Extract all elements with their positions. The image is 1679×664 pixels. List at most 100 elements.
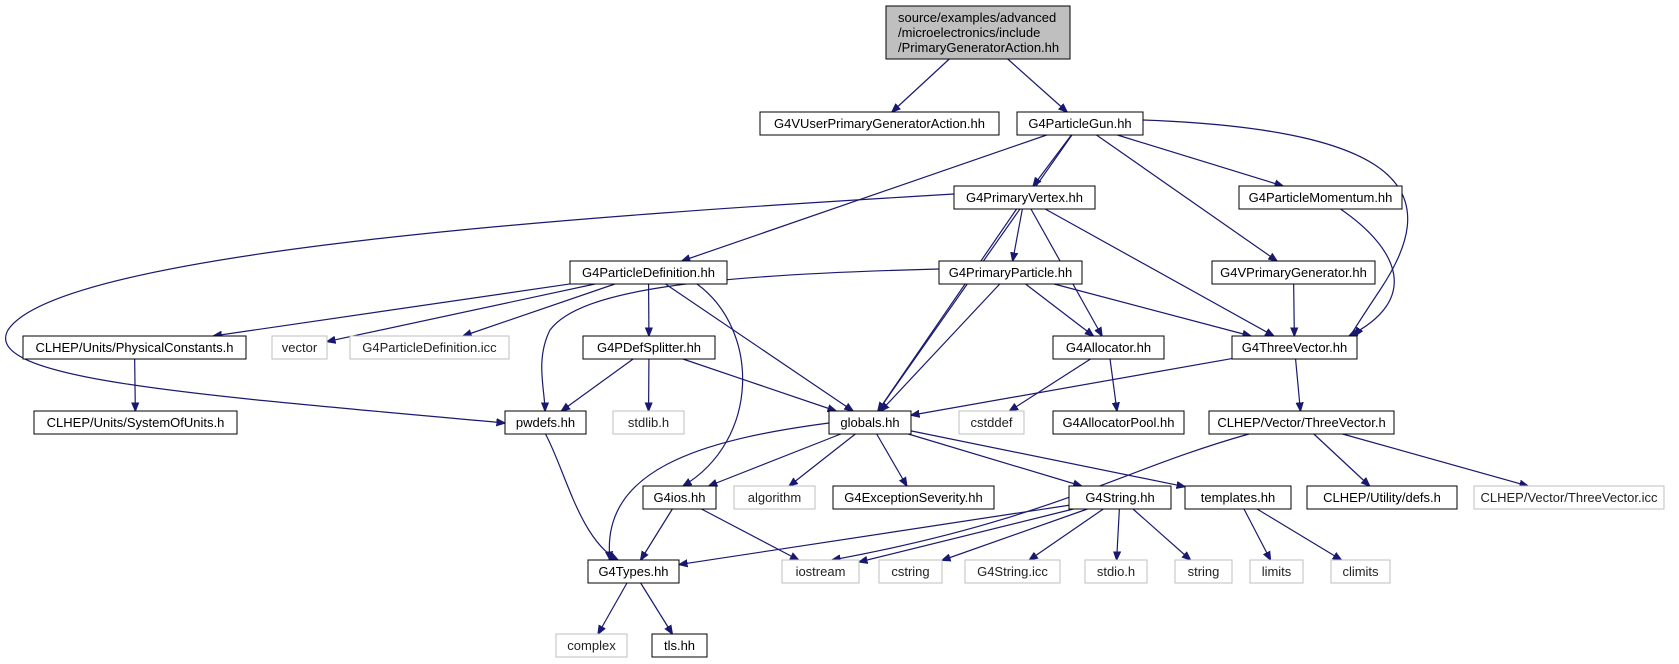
file-node-G4PrimaryParticle[interactable]: G4PrimaryParticle.hh bbox=[938, 260, 1083, 285]
node-box bbox=[1208, 410, 1395, 435]
node-label: iostream bbox=[796, 564, 846, 579]
edge-G4ParticleMomentum-to-G4ThreeVector bbox=[1340, 208, 1395, 336]
file-node-defs[interactable]: CLHEP/Utility/defs.h bbox=[1306, 485, 1458, 510]
node-label: CLHEP/Units/PhysicalConstants.h bbox=[36, 340, 234, 355]
edge-G4ParticleGun-to-G4ParticleMomentum bbox=[1117, 134, 1283, 186]
file-node-G4PDefSplitter[interactable]: G4PDefSplitter.hh bbox=[582, 335, 716, 360]
edge-globals-to-G4String bbox=[908, 433, 1081, 486]
edge-G4VPrimaryGenerator-to-G4ThreeVector bbox=[1294, 283, 1295, 336]
edge-G4PrimaryVertex-to-pwdefs bbox=[5, 193, 955, 423]
file-node-G4ParticleDefinition[interactable]: G4ParticleDefinition.hh bbox=[569, 260, 728, 285]
node-label: complex bbox=[567, 638, 616, 653]
edge-globals-to-G4ExceptionSeverity bbox=[876, 433, 907, 486]
node-box bbox=[22, 335, 247, 360]
file-node-G4VUserPrimaryGeneratorAction[interactable]: G4VUserPrimaryGeneratorAction.hh bbox=[759, 111, 1000, 136]
node-box bbox=[1306, 485, 1458, 510]
file-node-G4String[interactable]: G4String.hh bbox=[1068, 485, 1172, 510]
node-box bbox=[1068, 485, 1172, 510]
edge-G4ParticleGun-to-G4VPrimaryGenerator bbox=[1096, 134, 1277, 261]
file-node-ThreeVector_icc[interactable]: CLHEP/Vector/ThreeVector.icc bbox=[1473, 485, 1665, 510]
file-node-limits[interactable]: limits bbox=[1249, 559, 1304, 584]
node-label: G4String.hh bbox=[1085, 490, 1154, 505]
edge-templates-to-climits bbox=[1256, 508, 1341, 560]
node-box bbox=[271, 335, 328, 360]
file-node-PhysicalConstants[interactable]: CLHEP/Units/PhysicalConstants.h bbox=[22, 335, 247, 360]
file-node-algorithm[interactable]: algorithm bbox=[733, 485, 816, 510]
file-node-string[interactable]: string bbox=[1174, 559, 1233, 584]
edge-globals-to-G4Types bbox=[609, 422, 830, 560]
node-box bbox=[733, 485, 816, 510]
file-node-G4VPrimaryGenerator[interactable]: G4VPrimaryGenerator.hh bbox=[1211, 260, 1376, 285]
node-label: CLHEP/Vector/ThreeVector.h bbox=[1217, 415, 1385, 430]
node-box bbox=[1052, 335, 1165, 360]
node-label: G4ThreeVector.hh bbox=[1242, 340, 1348, 355]
file-node-G4ParticleMomentum[interactable]: G4ParticleMomentum.hh bbox=[1238, 185, 1403, 210]
file-node-vector[interactable]: vector bbox=[271, 335, 328, 360]
edge-G4String-to-G4Types bbox=[679, 504, 1070, 564]
edge-G4ParticleGun-to-G4PrimaryVertex bbox=[1033, 134, 1072, 186]
edge-G4Types-to-tls bbox=[640, 582, 673, 634]
node-box bbox=[958, 410, 1025, 435]
file-node-G4ThreeVector[interactable]: G4ThreeVector.hh bbox=[1231, 335, 1358, 360]
edge-G4PrimaryVertex-to-globals bbox=[878, 208, 1018, 411]
root-label-line: /PrimaryGeneratorAction.hh bbox=[898, 40, 1059, 55]
file-node-cstddef[interactable]: cstddef bbox=[958, 410, 1025, 435]
edge-PhysicalConstants-to-SystemOfUnits bbox=[135, 358, 136, 411]
node-label: climits bbox=[1342, 564, 1379, 579]
node-label: G4String.icc bbox=[977, 564, 1048, 579]
node-box bbox=[612, 410, 685, 435]
node-box bbox=[504, 410, 587, 435]
edge-G4ThreeVector-to-globals bbox=[911, 357, 1233, 416]
file-node-globals[interactable]: globals.hh bbox=[828, 410, 912, 435]
file-node-iostream[interactable]: iostream bbox=[781, 559, 860, 584]
node-box bbox=[587, 559, 680, 584]
file-node-cstring[interactable]: cstring bbox=[878, 559, 943, 584]
file-node-G4PrimaryVertex[interactable]: G4PrimaryVertex.hh bbox=[953, 185, 1096, 210]
file-node-ThreeVector_h[interactable]: CLHEP/Vector/ThreeVector.h bbox=[1208, 410, 1395, 435]
file-node-G4ParticleDefinition_icc[interactable]: G4ParticleDefinition.icc bbox=[349, 335, 510, 360]
edge-G4PDefSplitter-to-globals bbox=[682, 358, 836, 411]
node-box bbox=[828, 410, 912, 435]
file-node-G4Allocator[interactable]: G4Allocator.hh bbox=[1052, 335, 1165, 360]
node-box bbox=[1174, 559, 1233, 584]
root-label-line: source/examples/advanced bbox=[898, 10, 1056, 25]
dependency-edges bbox=[5, 58, 1528, 634]
edge-root-to-G4ParticleGun bbox=[1007, 58, 1067, 112]
edge-G4ios-to-G4Types bbox=[641, 508, 673, 560]
dependency-nodes: source/examples/advanced/microelectronic… bbox=[22, 5, 1665, 658]
node-label: tls.hh bbox=[664, 638, 695, 653]
root-file-node: source/examples/advanced/microelectronic… bbox=[885, 5, 1071, 60]
node-label: G4ExceptionSeverity.hh bbox=[844, 490, 983, 505]
file-node-templates[interactable]: templates.hh bbox=[1184, 485, 1292, 510]
node-label: CLHEP/Vector/ThreeVector.icc bbox=[1480, 490, 1658, 505]
edge-ThreeVector_h-to-ThreeVector_icc bbox=[1342, 433, 1528, 486]
edge-G4ParticleDefinition-to-globals bbox=[665, 283, 853, 411]
file-node-complex[interactable]: complex bbox=[555, 633, 628, 658]
file-node-tls[interactable]: tls.hh bbox=[651, 633, 708, 658]
node-label: vector bbox=[282, 340, 318, 355]
file-node-SystemOfUnits[interactable]: CLHEP/Units/SystemOfUnits.h bbox=[33, 410, 238, 435]
file-node-pwdefs[interactable]: pwdefs.hh bbox=[504, 410, 587, 435]
node-label: CLHEP/Utility/defs.h bbox=[1323, 490, 1441, 505]
node-label: G4PDefSplitter.hh bbox=[597, 340, 701, 355]
file-node-climits[interactable]: climits bbox=[1330, 559, 1391, 584]
edge-globals-to-algorithm bbox=[789, 433, 856, 486]
file-node-stdlib[interactable]: stdlib.h bbox=[612, 410, 685, 435]
edge-G4ParticleDefinition-to-PhysicalConstants bbox=[213, 283, 571, 336]
edge-G4String-to-cstring bbox=[942, 508, 1088, 560]
edge-ThreeVector_h-to-defs bbox=[1313, 433, 1370, 486]
file-node-G4ios[interactable]: G4ios.hh bbox=[642, 485, 717, 510]
file-node-G4Types[interactable]: G4Types.hh bbox=[587, 559, 680, 584]
file-node-G4ParticleGun[interactable]: G4ParticleGun.hh bbox=[1016, 111, 1144, 136]
file-node-G4AllocatorPool[interactable]: G4AllocatorPool.hh bbox=[1052, 410, 1185, 435]
file-node-G4ExceptionSeverity[interactable]: G4ExceptionSeverity.hh bbox=[832, 485, 995, 510]
node-label: algorithm bbox=[748, 490, 801, 505]
node-box bbox=[885, 5, 1071, 60]
edge-G4PrimaryParticle-to-G4ThreeVector bbox=[1053, 283, 1251, 336]
node-box bbox=[1249, 559, 1304, 584]
node-box bbox=[1084, 559, 1148, 584]
file-node-stdio[interactable]: stdio.h bbox=[1084, 559, 1148, 584]
file-node-G4String_icc[interactable]: G4String.icc bbox=[964, 559, 1061, 584]
node-label: G4Types.hh bbox=[598, 564, 668, 579]
